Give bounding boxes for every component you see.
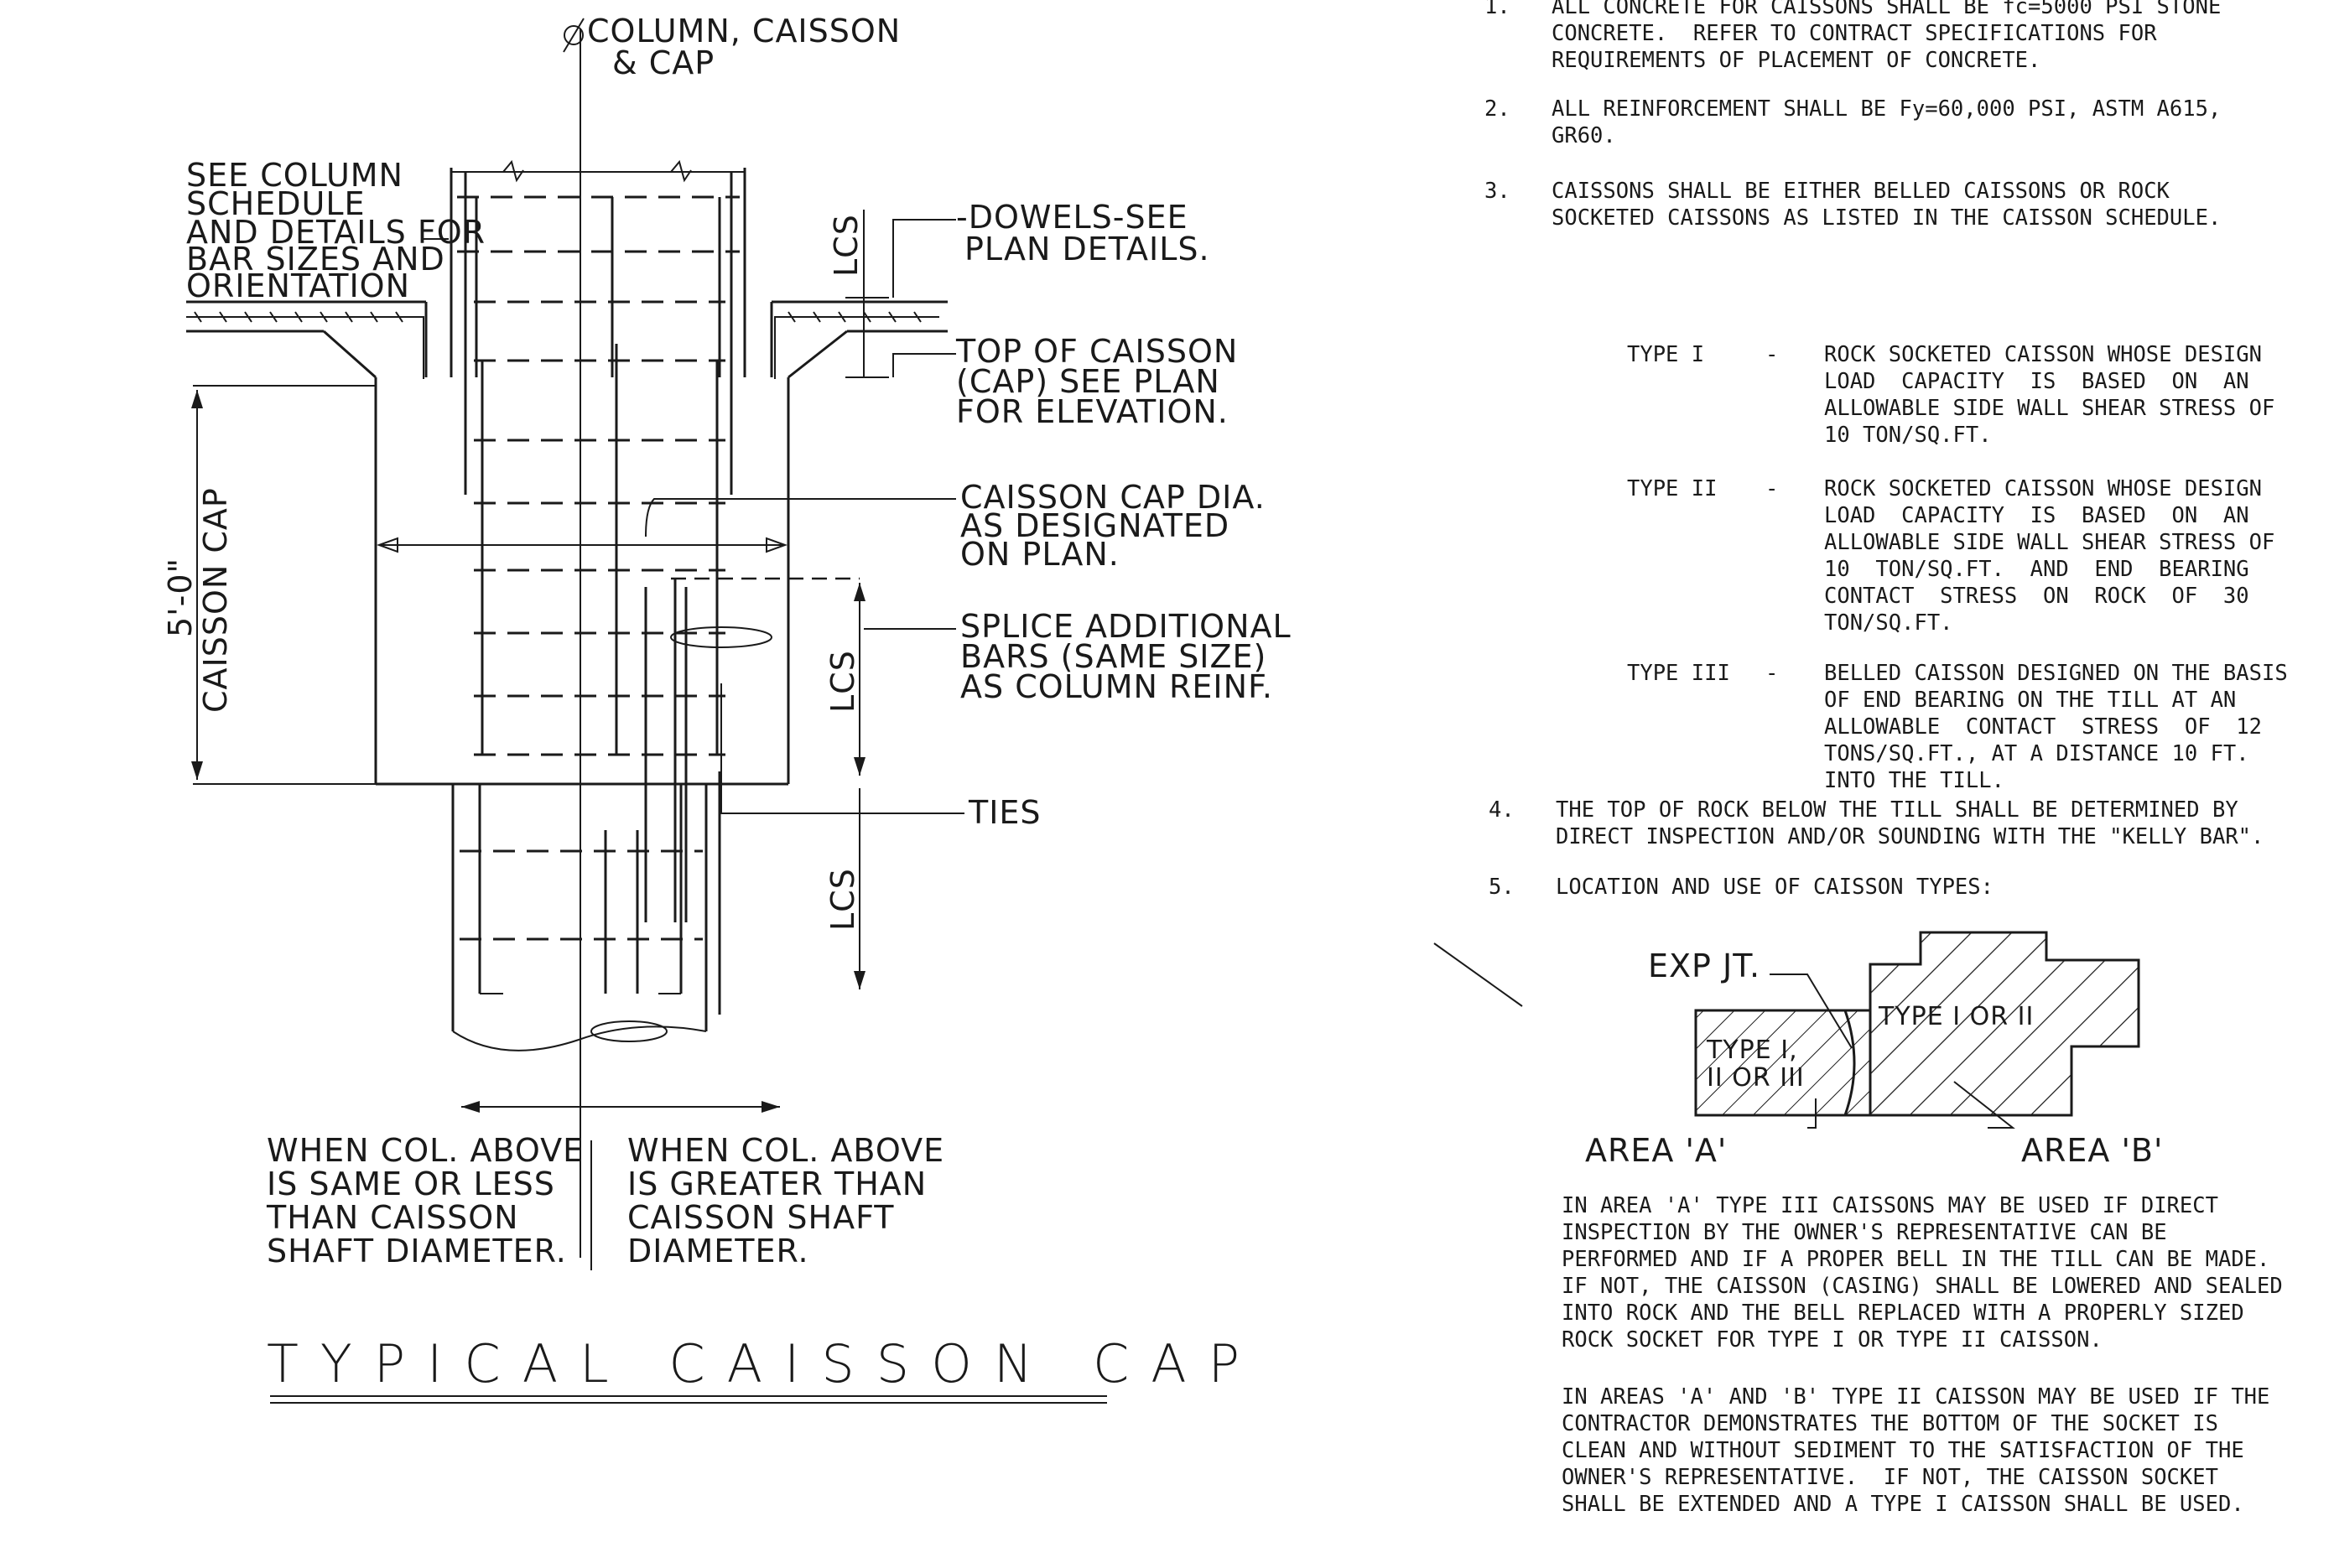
- svg-text:BAR SIZES AND: BAR SIZES AND: [186, 241, 445, 278]
- area-a-type-line1: TYPE I,: [1706, 1036, 1798, 1065]
- lcs-label-bottom: LCS: [824, 868, 861, 931]
- svg-text:FOR ELEVATION.: FOR ELEVATION.: [956, 393, 1229, 430]
- dowels-note: -DOWELS-SEE PLAN DETAILS.: [956, 199, 1210, 267]
- svg-text:BARS (SAME SIZE): BARS (SAME SIZE): [960, 638, 1266, 675]
- svg-text:ON PLAN.: ON PLAN.: [960, 536, 1120, 573]
- svg-text:CAISSON SHAFT: CAISSON SHAFT: [627, 1199, 894, 1236]
- svg-text:AND DETAILS FOR: AND DETAILS FOR: [186, 214, 486, 251]
- exp-jt-label: EXP JT.: [1648, 948, 1760, 984]
- svg-text:WHEN COL. ABOVE: WHEN COL. ABOVE: [627, 1132, 944, 1169]
- svg-text:AS COLUMN REINF.: AS COLUMN REINF.: [960, 668, 1273, 705]
- top-of-caisson-note: TOP OF CAISSON (CAP) SEE PLAN FOR ELEVAT…: [955, 333, 1238, 430]
- column-outline: [450, 159, 746, 377]
- area-b-type: TYPE I OR II: [1878, 1002, 2034, 1031]
- caisson-shaft: [451, 784, 708, 1051]
- svg-text:SHAFT DIAMETER.: SHAFT DIAMETER.: [267, 1233, 567, 1269]
- caisson-cap-outline: [193, 377, 790, 786]
- centerline-symbol: [563, 18, 585, 1258]
- lcs-dimensions: [845, 210, 889, 989]
- area-b-label: AREA 'B': [2021, 1132, 2163, 1169]
- svg-text:-DOWELS-SEE: -DOWELS-SEE: [956, 199, 1188, 236]
- cap-height-dimension: [191, 390, 203, 780]
- leader-lines: [424, 219, 964, 814]
- lcs-label-middle: LCS: [824, 650, 861, 713]
- slab-right: [770, 300, 948, 379]
- svg-text:SPLICE ADDITIONAL: SPLICE ADDITIONAL: [960, 608, 1292, 645]
- column-reinforcement: [464, 172, 733, 755]
- svg-text:TOP OF CAISSON: TOP OF CAISSON: [955, 333, 1238, 370]
- when-right-note: WHEN COL. ABOVE IS GREATER THAN CAISSON …: [627, 1132, 944, 1269]
- general-notes: 1. ALL CONCRETE FOR CAISSONS SHALL BE fc…: [1484, 0, 2288, 1517]
- lcs-label-top: LCS: [828, 214, 865, 277]
- svg-text:IS GREATER THAN: IS GREATER THAN: [627, 1166, 927, 1202]
- svg-text:WHEN COL. ABOVE: WHEN COL. ABOVE: [267, 1132, 584, 1169]
- svg-text:SCHEDULE: SCHEDULE: [186, 185, 366, 222]
- svg-text:AS DESIGNATED: AS DESIGNATED: [960, 507, 1229, 544]
- cap-height-label: 5'-0": [162, 558, 199, 637]
- caisson-plan-diagram: [1694, 931, 2140, 1129]
- bottom-arrow: [461, 1101, 780, 1270]
- svg-text:DIAMETER.: DIAMETER.: [627, 1233, 809, 1269]
- column-schedule-note: SEE COLUMN SCHEDULE AND DETAILS FOR BAR …: [186, 157, 486, 304]
- svg-text:IS SAME OR LESS: IS SAME OR LESS: [267, 1166, 555, 1202]
- caisson-cap-label: CAISSON CAP: [197, 487, 234, 713]
- svg-text:SEE COLUMN: SEE COLUMN: [186, 157, 403, 194]
- area-a-label: AREA 'A': [1585, 1132, 1727, 1169]
- ties-label: TIES: [968, 794, 1042, 831]
- splice-note: SPLICE ADDITIONAL BARS (SAME SIZE) AS CO…: [960, 608, 1292, 705]
- cap-ties: [474, 300, 725, 756]
- area-a-type-line2: II OR III: [1707, 1063, 1805, 1093]
- area-b-plan: [1869, 931, 2140, 1117]
- centerline-label-2: & CAP: [612, 44, 715, 81]
- pencil-mark: [1433, 942, 1523, 1007]
- slab-left: [186, 300, 428, 379]
- svg-text:PLAN DETAILS.: PLAN DETAILS.: [964, 231, 1210, 267]
- when-left-note: WHEN COL. ABOVE IS SAME OR LESS THAN CAI…: [266, 1132, 584, 1269]
- svg-text:ORIENTATION: ORIENTATION: [186, 267, 410, 304]
- centerline-label: COLUMN, CAISSON: [587, 13, 901, 49]
- splice-bars: [644, 577, 860, 1015]
- svg-text:THAN CAISSON: THAN CAISSON: [266, 1199, 519, 1236]
- svg-text:CAISSON CAP DIA.: CAISSON CAP DIA.: [960, 479, 1266, 516]
- cap-diameter-dimension: [377, 537, 788, 553]
- svg-text:(CAP) SEE PLAN: (CAP) SEE PLAN: [956, 363, 1220, 400]
- cap-diameter-note: CAISSON CAP DIA. AS DESIGNATED ON PLAN.: [960, 479, 1266, 573]
- drawing-title: TYPICAL CAISSON CAP: [267, 1333, 1261, 1394]
